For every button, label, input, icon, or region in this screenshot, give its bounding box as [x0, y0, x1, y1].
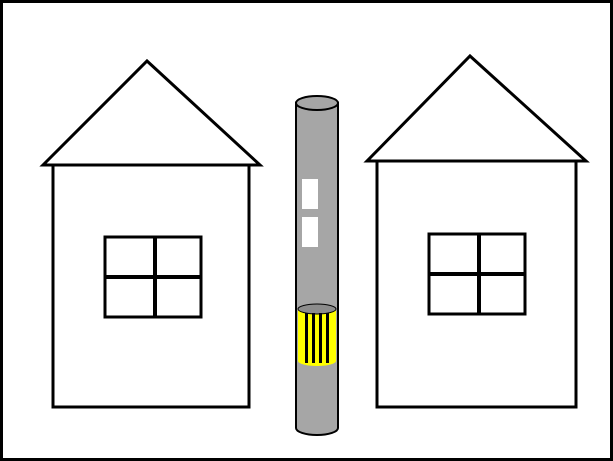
diagram-canvas — [3, 3, 610, 458]
pole-band-stripe — [326, 313, 329, 363]
right-house-roof — [367, 56, 586, 161]
pole-yellow-band — [298, 304, 336, 366]
right-house-window — [429, 234, 525, 314]
pole-top — [296, 96, 338, 110]
right-house-wall — [377, 161, 576, 407]
pole-window-lower — [302, 217, 318, 247]
right-house — [367, 56, 586, 407]
pole-body — [296, 103, 338, 435]
pole-band-stripe — [312, 313, 315, 363]
left-house-window — [105, 237, 201, 317]
left-house-roof — [43, 61, 260, 165]
pole-window-upper — [302, 179, 318, 209]
pole — [296, 96, 338, 435]
pole-band-stripe — [305, 313, 308, 363]
left-house-wall — [53, 165, 249, 407]
left-house — [43, 61, 260, 407]
pole-band-stripe — [319, 313, 322, 363]
pole-band-top — [298, 304, 336, 314]
